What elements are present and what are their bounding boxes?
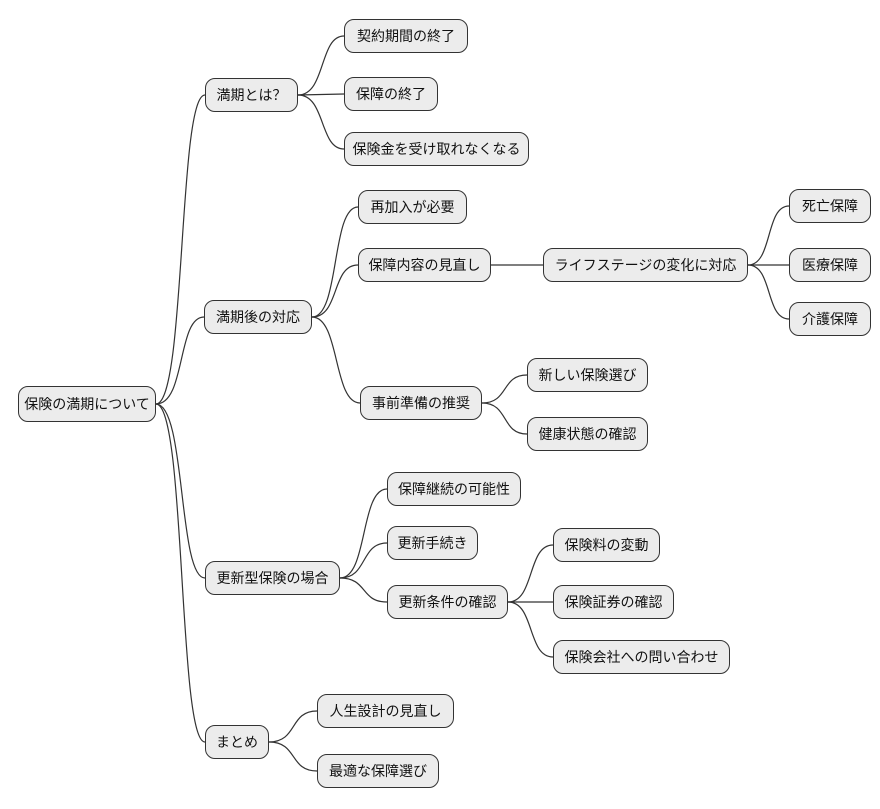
edge-advance-prep-new-insurance-choice <box>481 374 528 404</box>
node-rejoin-required: 再加入が必要 <box>358 190 467 224</box>
node-insurer-contact: 保険会社への問い合わせ <box>553 640 730 674</box>
edge-root-summary <box>155 403 206 743</box>
node-optimal-coverage: 最適な保障選び <box>317 754 439 788</box>
node-coverage-continuation: 保障継続の可能性 <box>387 472 521 506</box>
edge-renewable-case-renewal-terms-check <box>339 577 388 603</box>
node-nursing-coverage: 介護保障 <box>789 302 871 336</box>
node-benefit-loss: 保険金を受け取れなくなる <box>344 132 529 166</box>
edge-lifestage-adapt-death-coverage <box>747 205 790 266</box>
node-new-insurance-choice: 新しい保険選び <box>527 358 648 392</box>
edge-maturity-what-contract-period-end <box>297 35 345 96</box>
node-premium-change: 保険料の変動 <box>553 528 660 562</box>
node-after-maturity: 満期後の対応 <box>204 300 312 334</box>
node-renewal-terms-check: 更新条件の確認 <box>387 585 508 619</box>
edge-maturity-what-benefit-loss <box>297 94 345 150</box>
node-policy-doc-check: 保険証券の確認 <box>553 585 674 619</box>
edge-advance-prep-health-check <box>481 402 528 435</box>
edge-summary-optimal-coverage <box>268 741 318 772</box>
node-renewable-case: 更新型保険の場合 <box>205 561 340 595</box>
edge-lifestage-adapt-nursing-coverage <box>747 264 790 320</box>
node-coverage-end: 保障の終了 <box>344 77 438 111</box>
node-life-plan-review: 人生設計の見直し <box>317 694 454 728</box>
node-summary: まとめ <box>205 725 269 759</box>
edge-renewable-case-coverage-continuation <box>339 488 388 579</box>
edge-summary-life-plan-review <box>268 710 318 743</box>
node-root: 保険の満期について <box>18 386 156 422</box>
edge-renewal-terms-check-insurer-contact <box>507 601 554 658</box>
edge-after-maturity-rejoin-required <box>311 206 359 318</box>
node-lifestage-adapt: ライフステージの変化に対応 <box>543 248 748 282</box>
node-maturity-what: 満期とは？ <box>205 78 298 112</box>
edge-renewable-case-renewal-procedure <box>339 542 388 579</box>
edge-root-renewable-case <box>155 403 206 579</box>
node-health-check: 健康状態の確認 <box>527 417 648 451</box>
edge-after-maturity-advance-prep <box>311 316 361 404</box>
edge-renewal-terms-check-premium-change <box>507 544 554 603</box>
edge-after-maturity-coverage-review <box>311 264 359 318</box>
node-advance-prep: 事前準備の推奨 <box>360 386 482 420</box>
edge-root-after-maturity <box>155 316 205 405</box>
node-contract-period-end: 契約期間の終了 <box>344 19 468 53</box>
node-coverage-review: 保障内容の見直し <box>358 248 491 282</box>
edge-root-maturity-what <box>155 94 206 405</box>
node-renewal-procedure: 更新手続き <box>387 526 478 560</box>
node-medical-coverage: 医療保障 <box>789 248 871 282</box>
edge-maturity-what-coverage-end <box>297 93 345 96</box>
node-death-coverage: 死亡保障 <box>789 189 871 223</box>
